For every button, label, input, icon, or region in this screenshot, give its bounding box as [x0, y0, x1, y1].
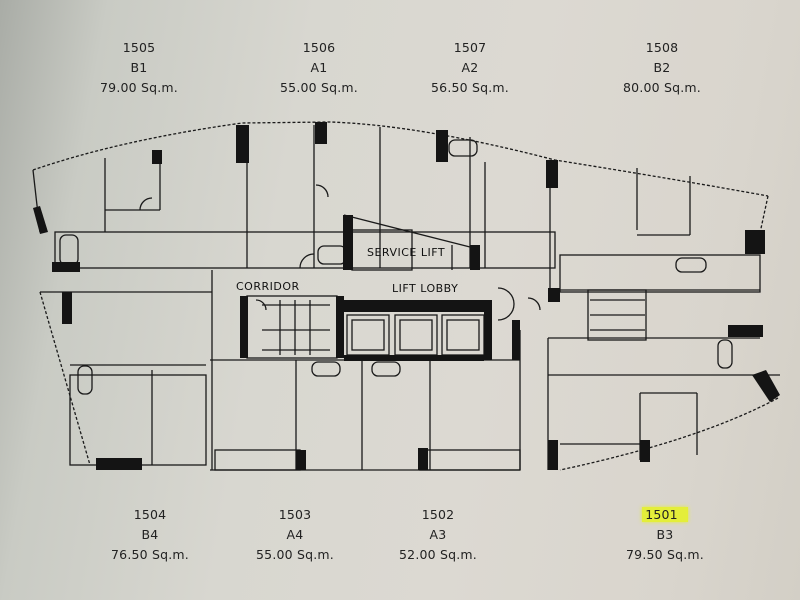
wall-block	[33, 206, 48, 234]
unit-type: A4	[286, 527, 304, 542]
unit-number: 1503	[278, 507, 312, 522]
unit-label-1508: 1508 B2 80.00 Sq.m.	[622, 38, 702, 98]
unit-type: A2	[461, 60, 479, 75]
unit-label-1503: 1503 A4 55.00 Sq.m.	[245, 505, 345, 565]
unit-label-1507: 1507 A2 56.50 Sq.m.	[430, 38, 510, 98]
unit-number: 1505	[122, 40, 156, 55]
unit-area: 80.00 Sq.m.	[623, 80, 701, 95]
unit-type: B3	[656, 527, 674, 542]
left-lower-facade	[39, 291, 91, 466]
unit-number-highlighted: 1501	[642, 507, 688, 522]
top-facade	[32, 121, 769, 197]
bottom-right-facade	[559, 397, 779, 471]
unit-label-1505: 1505 B1 79.00 Sq.m.	[99, 38, 179, 98]
unit-number: 1502	[421, 507, 455, 522]
unit-type: A3	[429, 527, 447, 542]
unit-area: 79.50 Sq.m.	[626, 547, 704, 562]
unit-type: B2	[653, 60, 671, 75]
unit-type: A1	[310, 60, 328, 75]
unit-number: 1507	[453, 40, 487, 55]
unit-area: 79.00 Sq.m.	[100, 80, 178, 95]
unit-label-1501: 1501 B3 79.50 Sq.m.	[615, 505, 715, 565]
unit-area: 76.50 Sq.m.	[111, 547, 189, 562]
unit-type: B1	[130, 60, 148, 75]
unit-label-1502: 1502 A3 52.00 Sq.m.	[388, 505, 488, 565]
unit-label-1506: 1506 A1 55.00 Sq.m.	[279, 38, 359, 98]
unit-area: 55.00 Sq.m.	[280, 80, 358, 95]
service-lift-label: SERVICE LIFT	[367, 246, 445, 259]
unit-label-1504: 1504 B4 76.50 Sq.m.	[100, 505, 200, 565]
unit-number: 1504	[133, 507, 167, 522]
lift-lobby-label: LIFT LOBBY	[392, 282, 458, 295]
unit-area: 55.00 Sq.m.	[256, 547, 334, 562]
unit-type: B4	[141, 527, 159, 542]
unit-area: 52.00 Sq.m.	[399, 547, 477, 562]
unit-area: 56.50 Sq.m.	[431, 80, 509, 95]
corridor-label: CORRIDOR	[236, 280, 300, 293]
unit-number: 1508	[645, 40, 679, 55]
unit-number: 1506	[302, 40, 336, 55]
